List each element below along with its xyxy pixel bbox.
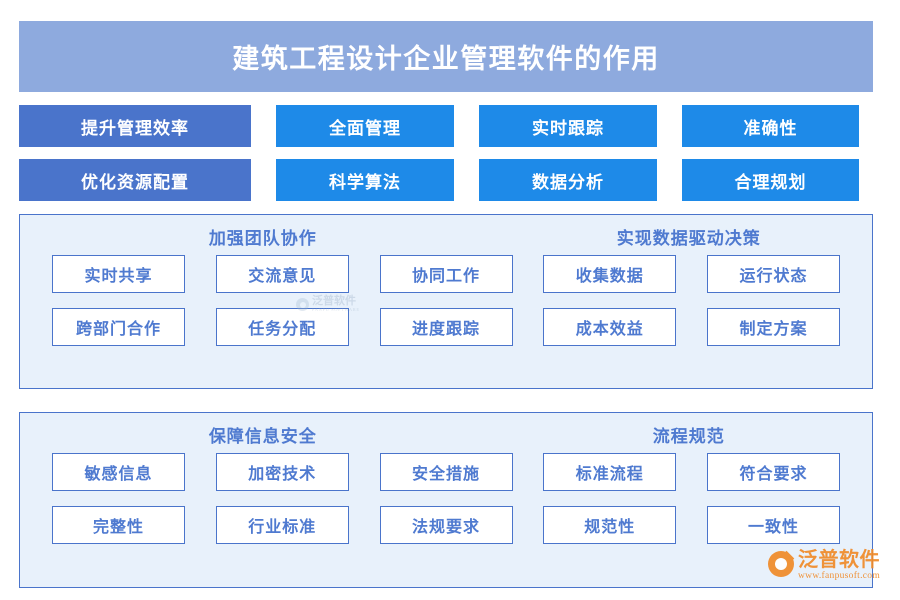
cell-box-operating-status[interactable]: 运行状态 [707, 255, 840, 293]
tag-cell: 准确性 [682, 105, 859, 147]
cell-box-cost-effectiveness[interactable]: 成本效益 [543, 308, 677, 346]
tag-cell: 数据分析 [479, 159, 657, 201]
panel-security: 保障信息安全 流程规范 敏感信息 加密技术 安全措施 标准流程 符合要求 完整性… [19, 412, 873, 588]
tag-button-optimize-resources[interactable]: 优化资源配置 [19, 159, 251, 201]
panel-box-grid: 敏感信息 加密技术 安全措施 标准流程 符合要求 完整性 行业标准 法规要求 规… [20, 453, 872, 544]
panel-heading-row: 加强团队协作 实现数据驱动决策 [20, 215, 872, 255]
box-row: 跨部门合作 任务分配 进度跟踪 成本效益 制定方案 [52, 308, 840, 346]
tag-cell: 实时跟踪 [479, 105, 657, 147]
tag-button-scientific-algorithm[interactable]: 科学算法 [276, 159, 454, 201]
page-title-bar: 建筑工程设计企业管理软件的作用 [19, 21, 873, 92]
cell-box-integrity[interactable]: 完整性 [52, 506, 185, 544]
tag-button-realtime-tracking[interactable]: 实时跟踪 [479, 105, 657, 147]
panel-heading-data-driven-decisions: 实现数据驱动决策 [616, 229, 761, 248]
cell-box-formulate-plan[interactable]: 制定方案 [707, 308, 840, 346]
cell-box-industry-standard[interactable]: 行业标准 [215, 506, 349, 544]
tag-button-comprehensive-management[interactable]: 全面管理 [276, 105, 454, 147]
panel-heading-information-security: 保障信息安全 [208, 427, 317, 446]
tag-button-grid: 提升管理效率 全面管理 实时跟踪 准确性 优化资源配置 科学算法 数据分析 [19, 105, 873, 213]
cell-box-realtime-sharing[interactable]: 实时共享 [52, 255, 185, 293]
box-row: 完整性 行业标准 法规要求 规范性 一致性 [52, 506, 840, 544]
cell-box-standard-process[interactable]: 标准流程 [543, 453, 677, 491]
panel-heading-process-standards: 流程规范 [652, 427, 725, 446]
tag-button-accuracy[interactable]: 准确性 [682, 105, 859, 147]
page-title: 建筑工程设计企业管理软件的作用 [232, 44, 660, 74]
cell-box-collaborative-work[interactable]: 协同工作 [379, 255, 513, 293]
tag-cell: 科学算法 [276, 159, 454, 201]
panel-heading-row: 保障信息安全 流程规范 [20, 413, 872, 453]
tag-cell: 优化资源配置 [19, 159, 251, 201]
cell-box-legal-requirements[interactable]: 法规要求 [379, 506, 513, 544]
panel-heading-team-collaboration: 加强团队协作 [208, 229, 317, 248]
tag-button-rational-planning[interactable]: 合理规划 [682, 159, 859, 201]
cell-box-normativity[interactable]: 规范性 [543, 506, 677, 544]
tag-cell: 全面管理 [276, 105, 454, 147]
box-row: 敏感信息 加密技术 安全措施 标准流程 符合要求 [52, 453, 840, 491]
panel-collaboration: 加强团队协作 实现数据驱动决策 实时共享 交流意见 协同工作 收集数据 运行状态… [19, 214, 873, 389]
cell-box-consistency[interactable]: 一致性 [707, 506, 840, 544]
cell-box-security-measures[interactable]: 安全措施 [379, 453, 513, 491]
cell-box-cross-department-cooperation[interactable]: 跨部门合作 [52, 308, 185, 346]
panel-box-grid: 实时共享 交流意见 协同工作 收集数据 运行状态 跨部门合作 任务分配 进度跟踪… [20, 255, 872, 346]
tag-row-1: 提升管理效率 全面管理 实时跟踪 准确性 [19, 105, 873, 147]
cell-box-task-assignment[interactable]: 任务分配 [215, 308, 349, 346]
tag-cell: 合理规划 [682, 159, 859, 201]
tag-row-2: 优化资源配置 科学算法 数据分析 合理规划 [19, 159, 873, 201]
cell-box-exchange-opinions[interactable]: 交流意见 [215, 255, 349, 293]
box-row: 实时共享 交流意见 协同工作 收集数据 运行状态 [52, 255, 840, 293]
cell-box-encryption-technology[interactable]: 加密技术 [215, 453, 349, 491]
tag-button-data-analysis[interactable]: 数据分析 [479, 159, 657, 201]
tag-button-improve-efficiency[interactable]: 提升管理效率 [19, 105, 251, 147]
tag-cell: 提升管理效率 [19, 105, 251, 147]
cell-box-progress-tracking[interactable]: 进度跟踪 [379, 308, 513, 346]
cell-box-meets-requirements[interactable]: 符合要求 [707, 453, 840, 491]
cell-box-sensitive-information[interactable]: 敏感信息 [52, 453, 185, 491]
cell-box-collect-data[interactable]: 收集数据 [543, 255, 677, 293]
